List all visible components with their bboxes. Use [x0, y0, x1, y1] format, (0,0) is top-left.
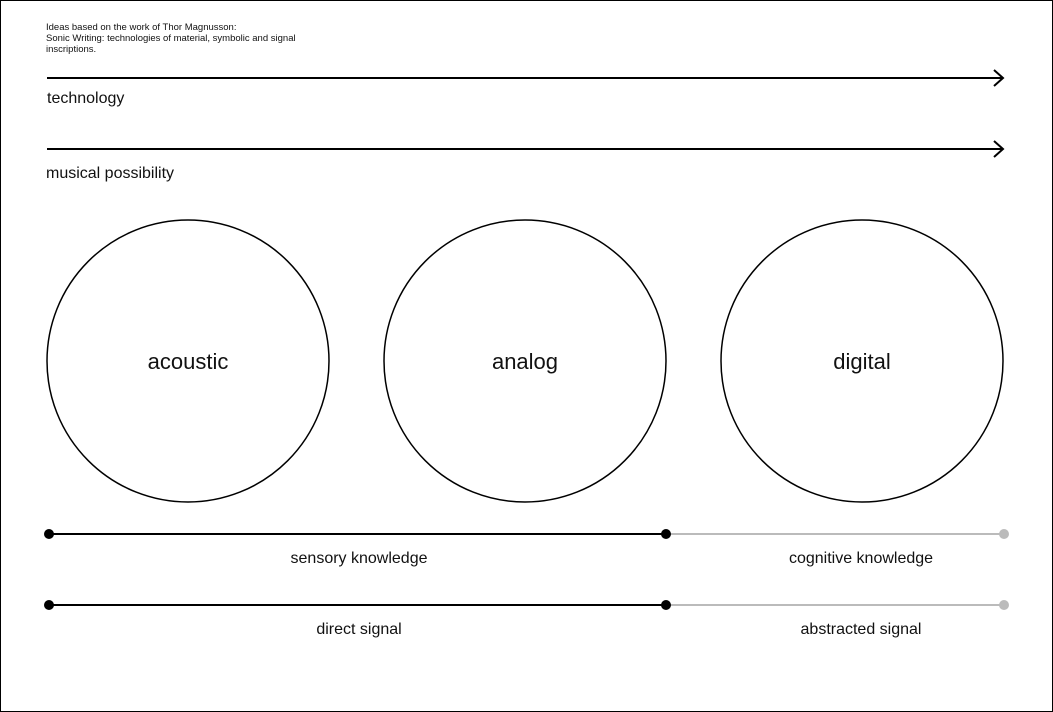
- digital-label: digital: [833, 349, 891, 374]
- musical-possibility-arrow: [47, 140, 1005, 158]
- knowledge-end-dot: [999, 529, 1009, 539]
- source-caption: Ideas based on the work of Thor Magnusso…: [46, 22, 346, 55]
- signal-end-dot: [999, 600, 1009, 610]
- knowledge-start-dot: [44, 529, 54, 539]
- cognitive-knowledge-label: cognitive knowledge: [788, 550, 934, 567]
- caption-line-1: Ideas based on the work of Thor Magnusso…: [46, 22, 237, 33]
- signal-mid-dot: [661, 600, 671, 610]
- knowledge-mid-dot: [661, 529, 671, 539]
- knowledge-spectrum: [44, 529, 1009, 539]
- technology-label: technology: [47, 90, 125, 107]
- caption-line-3: inscriptions.: [46, 44, 97, 55]
- sensory-knowledge-label: sensory knowledge: [290, 550, 428, 567]
- analog-circle: [383, 219, 667, 503]
- musical-possibility-label: musical possibility: [46, 165, 175, 182]
- signal-spectrum: [44, 600, 1009, 610]
- analog-label: analog: [491, 349, 559, 374]
- abstracted-signal-label: abstracted signal: [800, 621, 922, 638]
- acoustic-circle: [46, 219, 330, 503]
- digital-circle: [720, 219, 1004, 503]
- technology-arrow: [47, 69, 1005, 87]
- signal-start-dot: [44, 600, 54, 610]
- direct-signal-label: direct signal: [316, 621, 402, 638]
- acoustic-label: acoustic: [147, 349, 229, 374]
- caption-line-2: Sonic Writing: technologies of material,…: [46, 33, 296, 44]
